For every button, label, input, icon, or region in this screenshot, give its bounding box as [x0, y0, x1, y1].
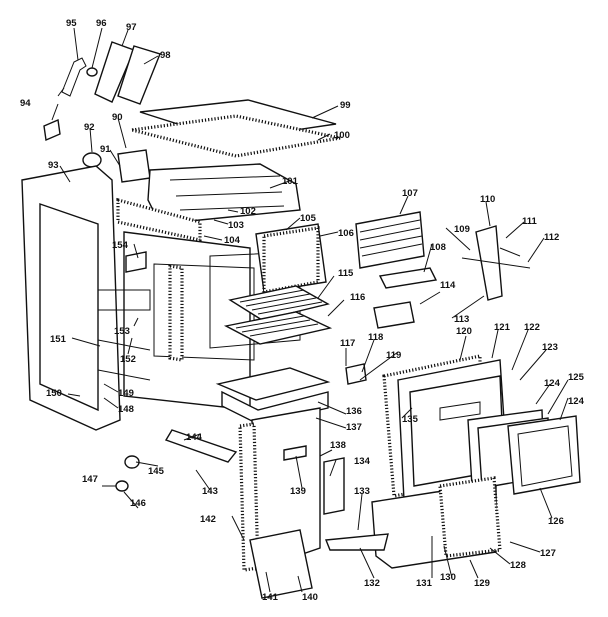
- vent-grille-part: [355, 211, 425, 269]
- callout-125: 125: [568, 372, 585, 383]
- callout-93: 93: [48, 160, 59, 171]
- callout-134: 134: [354, 456, 371, 467]
- callout-146: 146: [130, 498, 146, 509]
- callout-91: 91: [100, 144, 111, 155]
- callout-96: 96: [96, 18, 107, 29]
- callout-153: 153: [114, 326, 130, 337]
- callout-98: 98: [160, 50, 171, 61]
- back-insulation-part: [262, 226, 320, 294]
- callout-119: 119: [386, 350, 401, 361]
- callout-90: 90: [112, 112, 123, 123]
- callout-126: 126: [548, 516, 564, 527]
- broiler-pan-part: [215, 367, 331, 425]
- callout-100: 100: [334, 130, 350, 141]
- callout-130: 130: [440, 572, 456, 583]
- callout-135: 135: [402, 414, 419, 425]
- callout-95: 95: [66, 18, 77, 29]
- callout-92: 92: [84, 122, 95, 133]
- callout-121: 121: [494, 322, 511, 333]
- callout-151: 151: [50, 334, 67, 345]
- drawer-door-part: [238, 407, 321, 599]
- callout-149: 149: [118, 388, 134, 399]
- light-cover-part: [94, 41, 161, 105]
- callout-137: 137: [346, 422, 362, 433]
- callout-129: 129: [474, 578, 490, 589]
- callout-104: 104: [224, 235, 241, 246]
- callout-105: 105: [300, 213, 317, 224]
- callout-131: 131: [416, 578, 433, 589]
- callout-133: 133: [354, 486, 370, 497]
- callout-122: 122: [524, 322, 540, 333]
- callout-115: 115: [338, 268, 354, 279]
- callout-113: 113: [454, 314, 469, 325]
- callout-144: 144: [186, 432, 203, 443]
- callout-124-b: 124: [568, 396, 585, 407]
- callout-139: 139: [290, 486, 306, 497]
- range-body-part: [21, 149, 301, 431]
- callout-136: 136: [346, 406, 362, 417]
- callout-138: 138: [330, 440, 346, 451]
- callout-124-a: 124: [544, 378, 561, 389]
- callout-103: 103: [228, 220, 244, 231]
- door-handle-part: [325, 533, 389, 551]
- grommet-part: [86, 67, 98, 77]
- callout-120: 120: [456, 326, 472, 337]
- callout-143: 143: [202, 486, 218, 497]
- callout-118: 118: [368, 332, 383, 343]
- callout-109: 109: [454, 224, 470, 235]
- callout-111: 111: [522, 216, 538, 227]
- callout-107: 107: [402, 188, 418, 199]
- leader-lines: [51, 27, 569, 593]
- callout-142: 142: [200, 514, 216, 525]
- callout-97: 97: [126, 22, 137, 33]
- callout-148: 148: [118, 404, 134, 415]
- callout-99: 99: [340, 100, 351, 111]
- terminal-cord-part: [57, 57, 87, 97]
- lamp-socket-part: [345, 363, 367, 385]
- heat-shield-part: [378, 267, 438, 289]
- bracket-part: [373, 301, 415, 329]
- switch-part: [43, 118, 61, 142]
- callout-127: 127: [540, 548, 556, 559]
- callout-128: 128: [510, 560, 526, 571]
- callout-116: 116: [350, 292, 365, 303]
- callout-114: 114: [440, 280, 456, 291]
- clip-part: [125, 251, 147, 273]
- callout-labels: 95 96 97 98 94 92 90 91 93 99 100 101 10…: [20, 18, 585, 603]
- door-spring-part: [323, 457, 345, 515]
- callout-145: 145: [148, 466, 165, 477]
- callout-123: 123: [542, 342, 558, 353]
- door-liner-part: [371, 476, 502, 569]
- callout-110: 110: [480, 194, 495, 205]
- callout-152: 152: [120, 354, 136, 365]
- oven-door-part: [382, 354, 581, 501]
- callout-150: 150: [46, 388, 62, 399]
- oven-rack-part: [223, 285, 333, 345]
- door-hinge-part: [461, 225, 531, 301]
- callout-132: 132: [364, 578, 380, 589]
- callout-94: 94: [20, 98, 31, 109]
- leveling-leg-part: [124, 455, 140, 469]
- knob-part: [82, 152, 102, 168]
- leveling-foot-part: [115, 480, 129, 492]
- callout-102: 102: [240, 206, 256, 217]
- callout-108: 108: [430, 242, 446, 253]
- callout-141: 141: [262, 592, 279, 603]
- callout-101: 101: [282, 176, 299, 187]
- callout-154: 154: [112, 240, 129, 251]
- callout-117: 117: [340, 338, 355, 349]
- callout-147: 147: [82, 474, 98, 485]
- callout-106: 106: [338, 228, 354, 239]
- callout-112: 112: [544, 232, 559, 243]
- callout-140: 140: [302, 592, 318, 603]
- top-panel-part: [131, 99, 341, 158]
- drawer-glide-part: [164, 429, 238, 463]
